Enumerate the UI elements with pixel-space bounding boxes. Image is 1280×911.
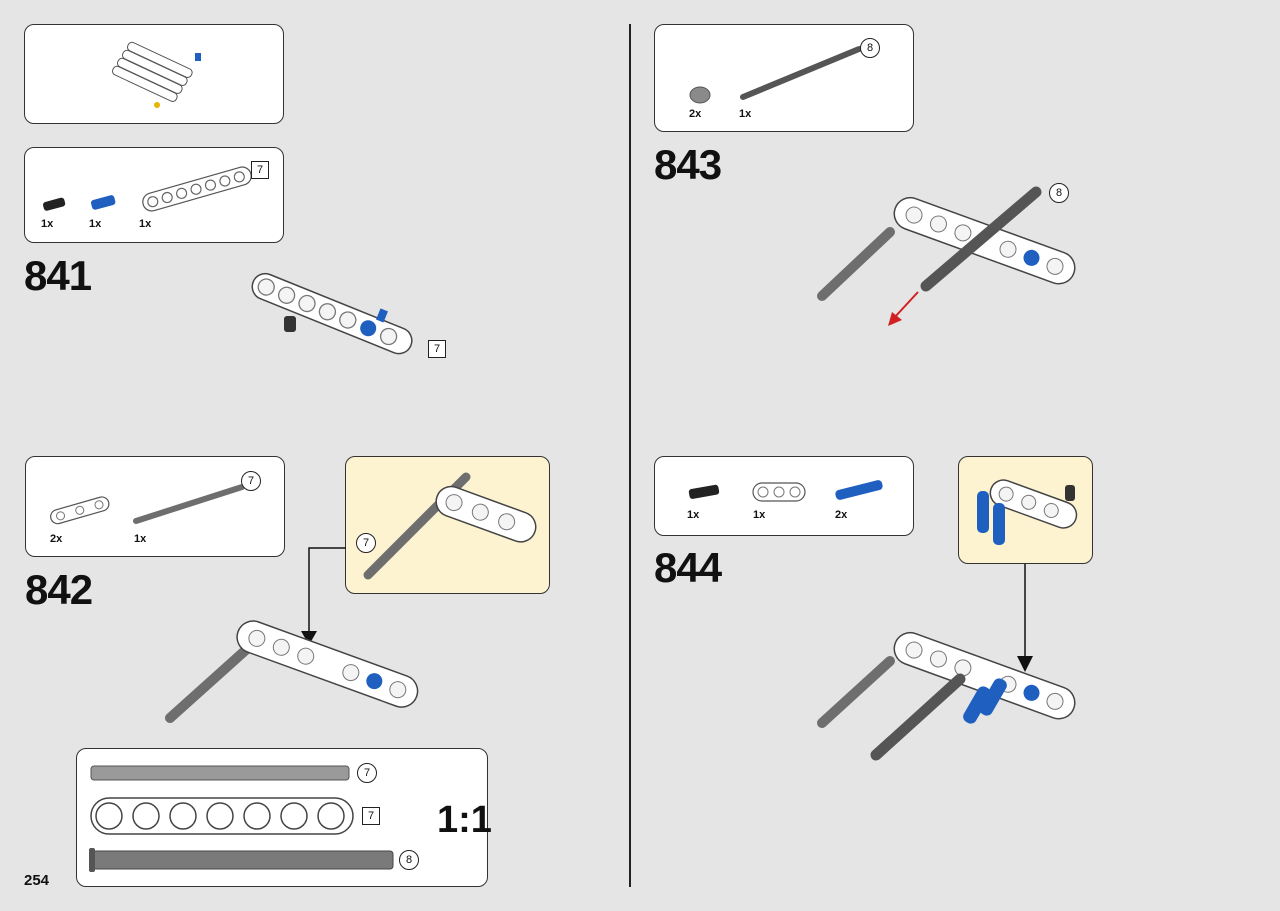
beam-stack-icon xyxy=(112,41,201,108)
step-844-callout xyxy=(958,456,1093,564)
callout-pointer-arrow xyxy=(301,547,346,645)
scale-label: 1:1 xyxy=(437,799,492,841)
axle-7-icon xyxy=(133,484,245,524)
previous-step-preview xyxy=(24,24,284,124)
step-844-model xyxy=(817,631,1076,761)
step-number: 842 xyxy=(25,566,93,613)
length-indicator: 8 xyxy=(1049,183,1069,203)
step-841-model xyxy=(251,272,413,355)
beam-7-scale-icon xyxy=(90,797,354,835)
length-indicator: 7 xyxy=(428,340,446,358)
part-qty: 1x xyxy=(739,108,752,120)
axle-8-stop-icon xyxy=(740,46,862,100)
part-qty: 1x xyxy=(687,509,700,521)
length-indicator: 7 xyxy=(251,161,269,179)
length-indicator: 7 xyxy=(357,763,377,783)
black-axle-pin-icon xyxy=(688,484,720,499)
step-842-callout: 7 xyxy=(345,456,550,594)
blue-axle-pin-icon xyxy=(90,195,116,210)
scale-reference-box: 7 7 8 1:1 xyxy=(76,748,492,887)
thin-beam-3-icon xyxy=(50,496,110,525)
page-number: 254 xyxy=(24,872,50,889)
part-qty: 1x xyxy=(139,218,152,230)
blue-long-pin-icon xyxy=(835,480,883,500)
beam-7-icon xyxy=(142,166,252,212)
callout-pointer-arrow xyxy=(1017,564,1033,672)
step-number: 841 xyxy=(24,252,92,299)
axle-8-scale-icon xyxy=(89,848,394,872)
length-indicator: 8 xyxy=(860,38,880,58)
part-qty: 1x xyxy=(89,218,102,230)
black-axle-pin-icon xyxy=(42,197,66,211)
length-indicator: 7 xyxy=(356,533,376,553)
beam-3-icon xyxy=(752,482,806,502)
step-number: 843 xyxy=(654,141,722,188)
part-qty: 2x xyxy=(689,108,702,120)
step-841-parts-list: 1x 1x 1x 7 xyxy=(24,147,284,243)
callout-assembly xyxy=(977,479,1078,545)
bush-icon xyxy=(689,86,711,104)
length-indicator: 7 xyxy=(241,471,261,491)
step-843-model xyxy=(817,186,1076,326)
part-qty: 2x xyxy=(50,533,63,545)
step-844-parts-list: 1x 1x 2x xyxy=(654,456,914,536)
callout-assembly xyxy=(363,472,537,580)
axle-7-scale-icon xyxy=(90,765,350,781)
part-qty: 1x xyxy=(134,533,147,545)
page-divider xyxy=(629,24,631,887)
part-qty: 1x xyxy=(41,218,54,230)
step-842-model xyxy=(165,620,419,723)
step-842-parts-list: 2x 1x 7 xyxy=(25,456,285,557)
part-qty: 1x xyxy=(753,509,766,521)
part-qty: 2x xyxy=(835,509,848,521)
step-843-parts-list: 2x 1x 8 xyxy=(654,24,914,132)
length-indicator: 8 xyxy=(399,850,419,870)
length-indicator: 7 xyxy=(362,807,380,825)
step-number: 844 xyxy=(654,544,722,591)
